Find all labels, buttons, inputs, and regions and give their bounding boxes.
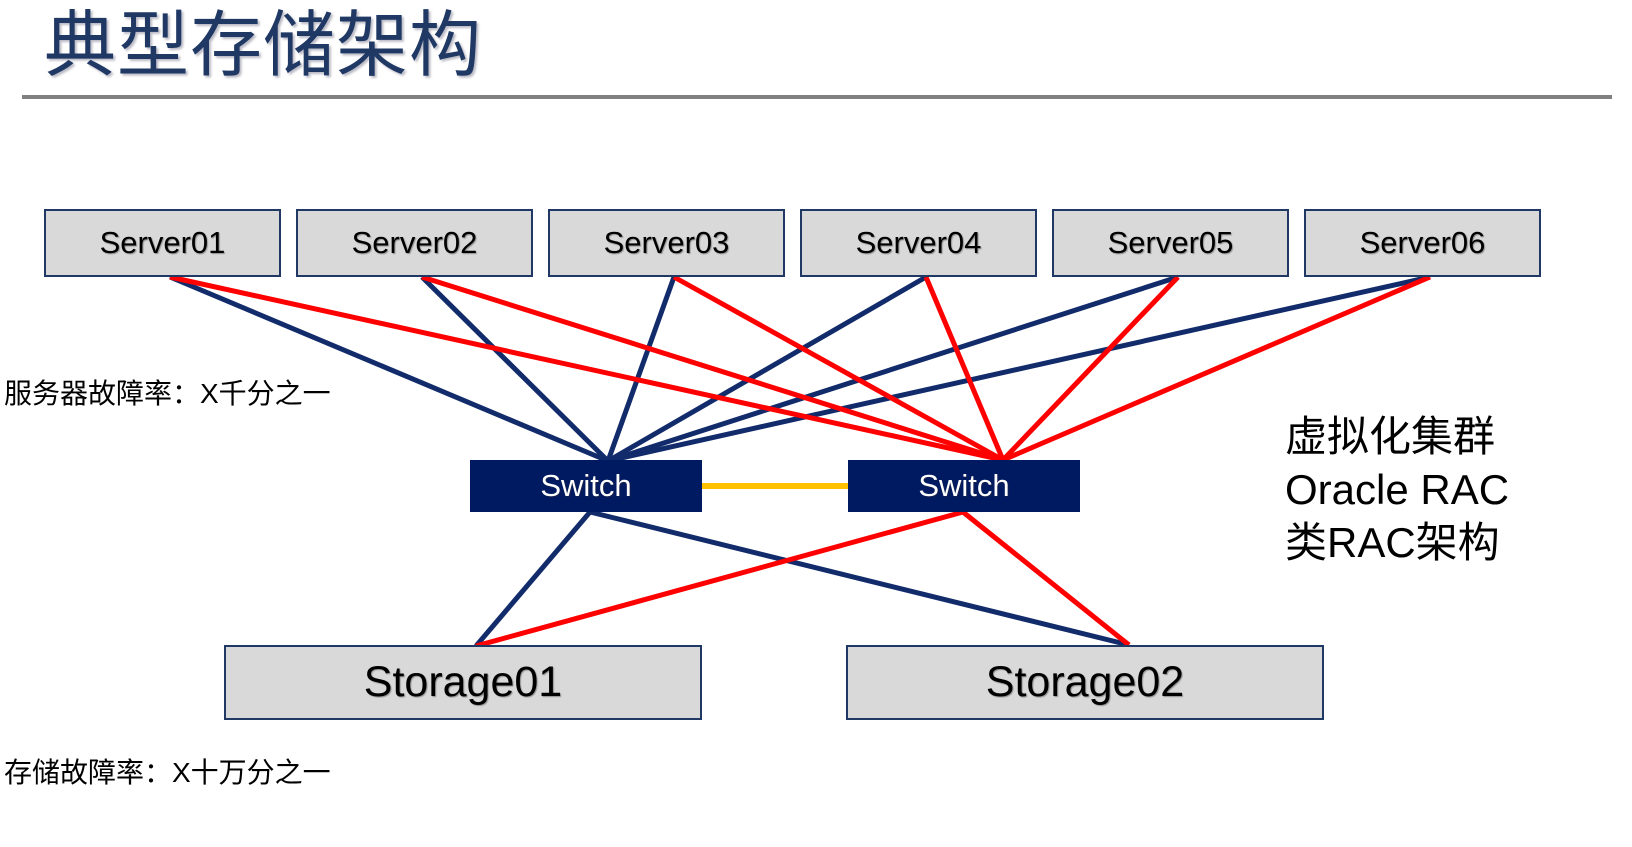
server-node-5[interactable]: Server05 (1052, 209, 1289, 277)
storage-node-label: Storage01 (363, 658, 563, 706)
switch-node-label: Switch (540, 468, 632, 503)
switch-node-right[interactable]: Switch (848, 460, 1080, 512)
link-server1-left-switch (169, 274, 609, 464)
server-node-label: Server03 (603, 225, 730, 260)
server-node-label: Server02 (351, 225, 478, 260)
server-failure-rate-label: 服务器故障率：X千分之一 (4, 378, 331, 409)
server-node-6[interactable]: Server06 (1304, 209, 1541, 277)
link-server4-right-switch (923, 276, 1006, 461)
switch-node-label: Switch (918, 468, 1010, 503)
cluster-note-block: 虚拟化集群 Oracle RAC 类RAC架构 (1285, 410, 1509, 569)
server-node-3[interactable]: Server03 (548, 209, 785, 277)
left-switch-to-storage-links (474, 509, 1130, 648)
link-server5-left-switch (607, 274, 1179, 464)
server-node-label: Server05 (1107, 225, 1234, 260)
server-node-2[interactable]: Server02 (296, 209, 533, 277)
storage-node-2[interactable]: Storage02 (846, 645, 1324, 720)
storage-node-1[interactable]: Storage01 (224, 645, 702, 720)
server-node-1[interactable]: Server01 (44, 209, 281, 277)
link-server1-right-switch (169, 274, 1004, 463)
server-node-label: Server06 (1359, 225, 1486, 260)
link-server5-right-switch (1001, 275, 1180, 462)
storage-node-label: Storage02 (985, 658, 1185, 706)
cluster-note-line-1: 虚拟化集群 (1285, 413, 1496, 460)
link-server4-left-switch (606, 274, 928, 464)
page-title: 典型存储架构 (44, 6, 483, 86)
link-server2-right-switch (421, 274, 1004, 463)
server-node-4[interactable]: Server04 (800, 209, 1037, 277)
title-divider (22, 95, 1612, 99)
link-server3-left-switch (605, 276, 677, 462)
cluster-note-line-3: 类RAC架构 (1285, 519, 1500, 566)
server-node-label: Server04 (855, 225, 982, 260)
link-left-switch-storage01 (474, 510, 592, 648)
link-server3-right-switch (672, 274, 1005, 463)
server-node-label: Server01 (99, 225, 226, 260)
link-left-switch-storage02 (589, 509, 1130, 648)
storage-failure-rate-label: 存储故障率：X十万分之一 (4, 757, 331, 788)
right-switch-to-storage-links (475, 509, 1131, 649)
switch-node-left[interactable]: Switch (470, 460, 702, 512)
cluster-note-line-2: Oracle RAC (1285, 466, 1510, 513)
link-right-switch-storage01 (475, 509, 964, 649)
server-to-left-switch-links (169, 274, 1431, 464)
server-to-right-switch-links (169, 274, 1431, 463)
link-right-switch-storage02 (961, 510, 1131, 647)
link-server2-left-switch (420, 275, 610, 463)
